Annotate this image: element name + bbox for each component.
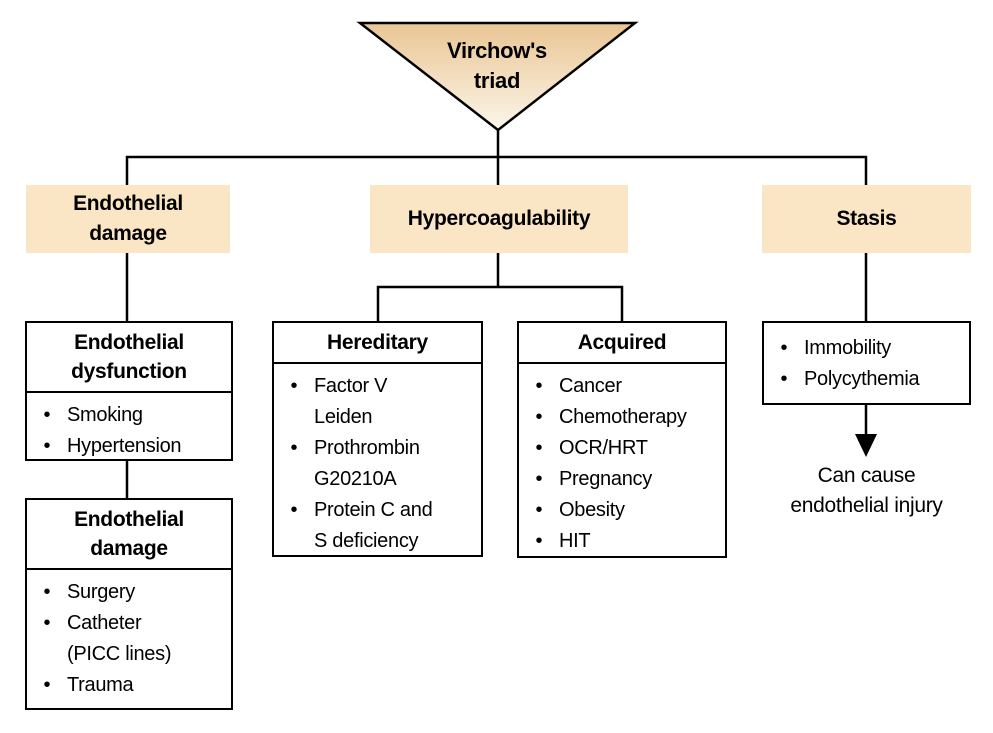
bullet-icon: •: [535, 437, 543, 459]
list-item: • Surgery: [27, 577, 229, 608]
bullet-icon: •: [43, 435, 51, 457]
list-item-text: Prothrombin G20210A: [314, 437, 420, 490]
bullet-icon: •: [535, 375, 543, 397]
bullet-icon: •: [290, 437, 298, 459]
list-item-text: Catheter (PICC lines): [67, 612, 172, 665]
bullet-icon: •: [780, 368, 788, 390]
bullet-icon: •: [290, 375, 298, 397]
list-item: • Polycythemia: [764, 364, 967, 395]
list-item: • Cancer: [519, 371, 723, 402]
root-node-triangle: [356, 21, 639, 132]
node-title: Hereditary: [274, 323, 481, 364]
down-arrow-icon: [855, 434, 877, 457]
list-item-text: Pregnancy: [559, 468, 652, 490]
list-item: • Trauma: [27, 670, 229, 701]
bullet-icon: •: [43, 581, 51, 603]
node-stasis-factors: • Immobility • Polycythemia: [762, 321, 971, 405]
list-item: • Prothrombin G20210A: [274, 433, 479, 495]
bullet-icon: •: [535, 468, 543, 490]
list-item-text: Trauma: [67, 674, 134, 696]
list-item-text: OCR/HRT: [559, 437, 648, 459]
list-item: • Chemotherapy: [519, 402, 723, 433]
list-item-text: HIT: [559, 530, 591, 552]
node-endothelial-damage: Endothelial damage • Surgery • Catheter …: [25, 498, 233, 710]
stasis-note: Can cause endothelial injury: [790, 464, 943, 517]
list-item: • Immobility: [764, 333, 967, 364]
list-item-text: Cancer: [559, 375, 622, 397]
bullet-icon: •: [290, 499, 298, 521]
root-node-label: Virchow's triad: [447, 38, 547, 93]
list-item: • OCR/HRT: [519, 433, 723, 464]
middle-branch-rail: [376, 285, 624, 321]
list-item-text: Surgery: [67, 581, 135, 603]
node-title: Endothelial damage: [27, 500, 231, 570]
node-hereditary: Hereditary • Factor V Leiden • Prothromb…: [272, 321, 483, 557]
bullet-icon: •: [780, 337, 788, 359]
main-branch-rail: [125, 155, 868, 186]
list-item-text: Smoking: [67, 404, 143, 426]
bullet-icon: •: [535, 499, 543, 521]
list-item-text: Hypertension: [67, 435, 182, 457]
branch-hypercoagulability: Hypercoagulability: [370, 185, 628, 253]
bullet-icon: •: [43, 674, 51, 696]
node-title: Acquired: [519, 323, 725, 364]
node-item-list: • Surgery • Catheter (PICC lines) • Trau…: [27, 570, 231, 701]
node-acquired: Acquired • Cancer • Chemotherapy • OCR/H…: [517, 321, 727, 558]
list-item-text: Polycythemia: [804, 368, 920, 390]
list-item: • HIT: [519, 526, 723, 556]
list-item: • Obesity: [519, 495, 723, 526]
node-item-list: • Smoking • Hypertension: [27, 393, 231, 459]
list-item-text: Factor V Leiden: [314, 375, 388, 428]
list-item: • Protein C and S deficiency: [274, 495, 479, 555]
list-item-text: Chemotherapy: [559, 406, 687, 428]
list-item: • Smoking: [27, 400, 229, 431]
branch-endothelial-damage: Endothelial damage: [26, 185, 230, 253]
list-item: • Factor V Leiden: [274, 371, 479, 433]
bullet-icon: •: [535, 530, 543, 552]
list-item: • Pregnancy: [519, 464, 723, 495]
list-item-text: Obesity: [559, 499, 625, 521]
node-item-list: • Factor V Leiden • Prothrombin G20210A …: [274, 364, 481, 555]
list-item-text: Protein C and S deficiency: [314, 499, 433, 552]
node-item-list: • Cancer • Chemotherapy • OCR/HRT • Preg…: [519, 364, 725, 556]
bullet-icon: •: [43, 612, 51, 634]
list-item: • Catheter (PICC lines): [27, 608, 229, 670]
node-item-list: • Immobility • Polycythemia: [764, 323, 969, 395]
node-title: Endothelial dysfunction: [27, 323, 231, 393]
list-item-text: Immobility: [804, 337, 892, 359]
list-item: • Hypertension: [27, 431, 229, 459]
bullet-icon: •: [43, 404, 51, 426]
bullet-icon: •: [535, 406, 543, 428]
branch-stasis: Stasis: [762, 185, 971, 253]
node-endothelial-dysfunction: Endothelial dysfunction • Smoking • Hype…: [25, 321, 233, 461]
